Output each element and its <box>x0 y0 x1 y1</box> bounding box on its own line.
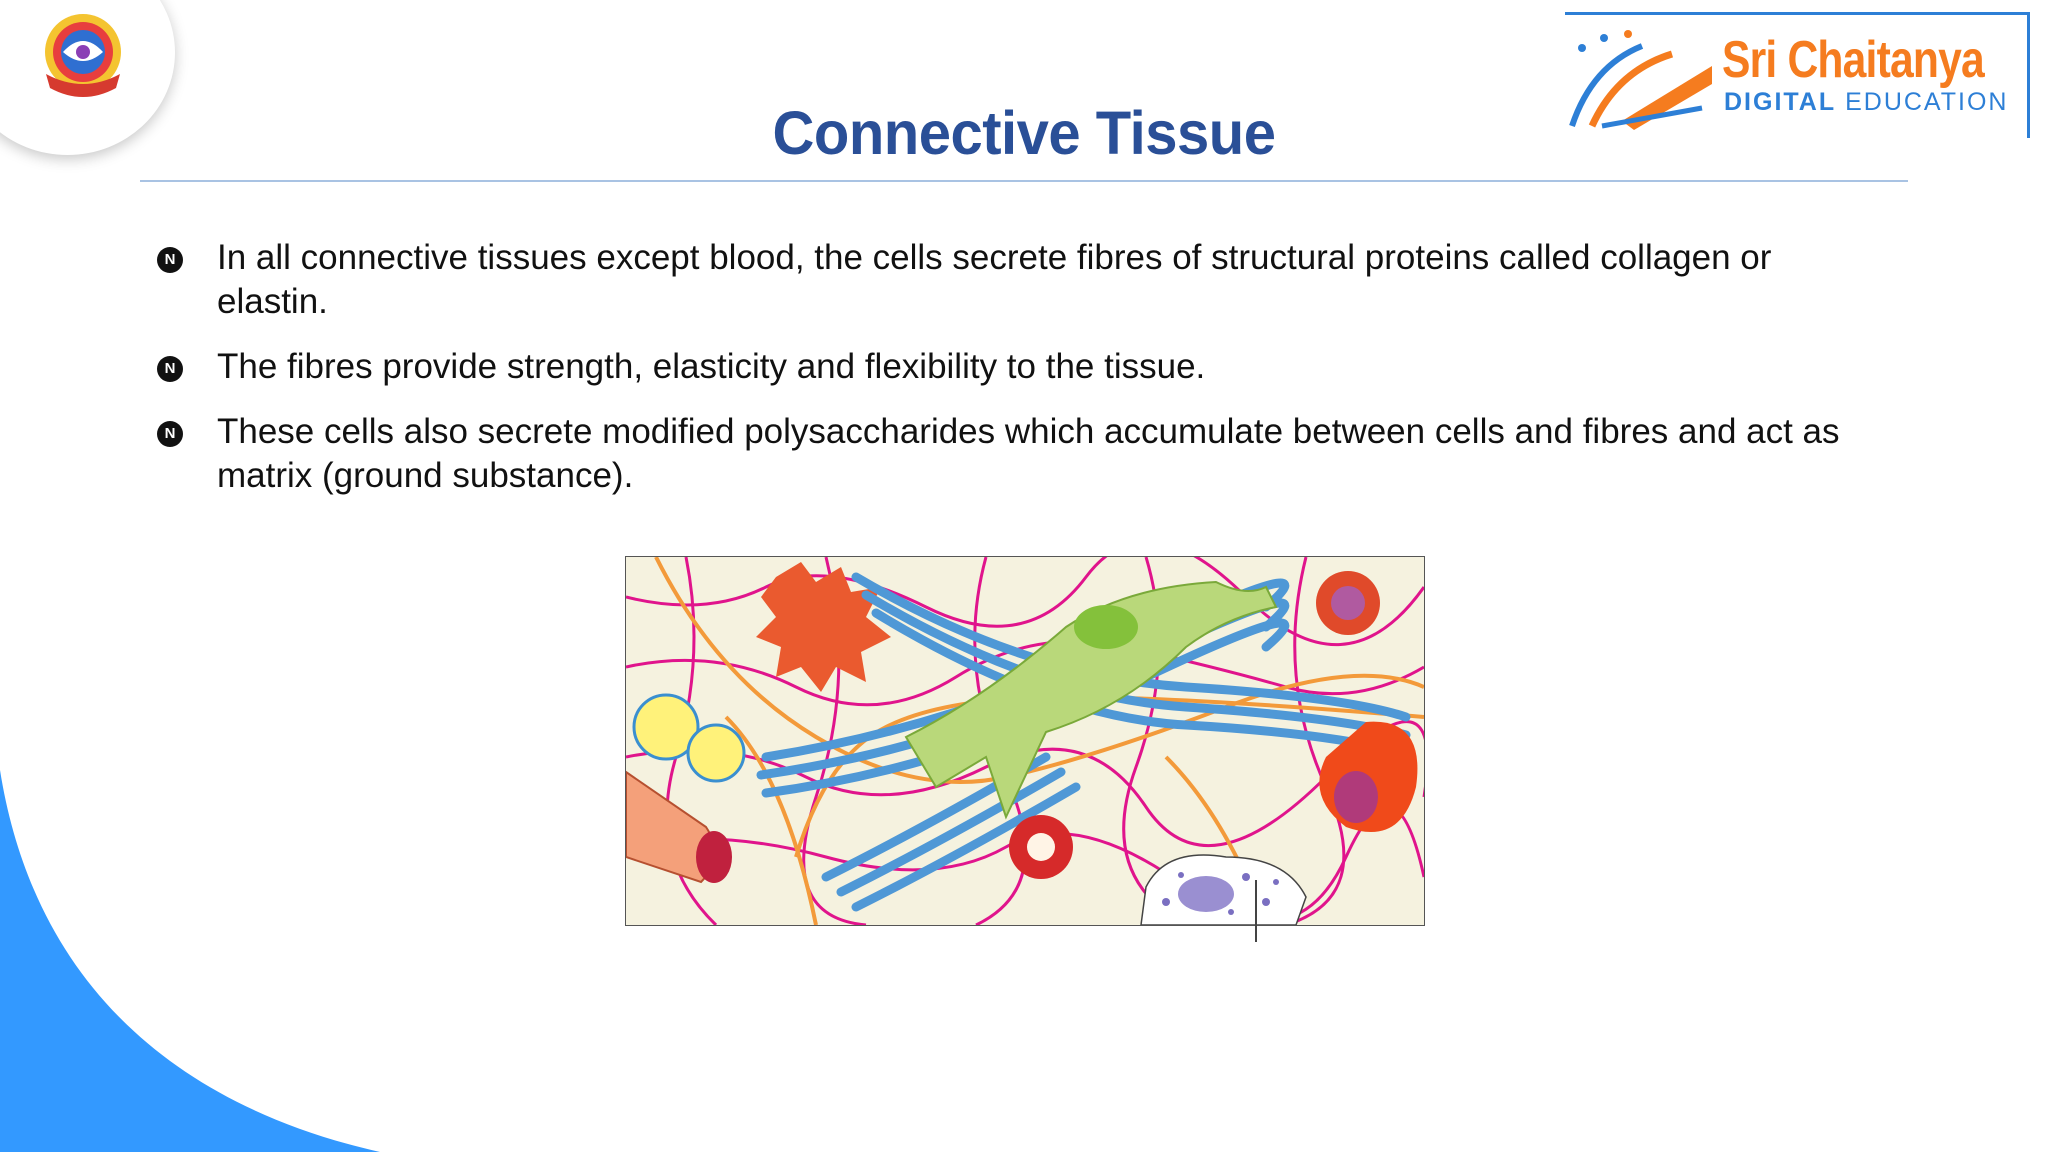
bullet-item: N In all connective tissues except blood… <box>155 236 1875 324</box>
brand-frame-top <box>1565 12 2028 15</box>
brand-frame-right <box>2027 12 2030 138</box>
bullet-text: The fibres provide strength, elasticity … <box>217 347 1206 386</box>
bullet-icon: N <box>157 356 183 382</box>
fibroblast-cell <box>904 580 1278 820</box>
book-swoosh-icon <box>1569 30 1712 130</box>
bullet-icon: N <box>157 421 183 447</box>
slide-title: Connective Tissue <box>772 99 1276 168</box>
bullet-item: N These cells also secrete modified poly… <box>155 410 1875 498</box>
bullet-item: N The fibres provide strength, elasticit… <box>155 345 1875 389</box>
label-pointer-line <box>1255 880 1257 942</box>
bullet-text: These cells also secrete modified polysa… <box>217 412 1840 495</box>
adipocyte <box>686 723 746 783</box>
vessel-lumen <box>696 831 732 883</box>
bullet-text: In all connective tissues except blood, … <box>217 238 1772 321</box>
bullet-icon: N <box>157 247 183 273</box>
brand-name: Sri Chaitanya <box>1722 31 1985 89</box>
mast-cell <box>756 562 891 692</box>
connective-tissue-illustration <box>625 556 1425 926</box>
brand-logo: Sri Chaitanya DIGITAL EDUCATION <box>1562 12 2038 138</box>
fibroblast-nucleus <box>1074 605 1138 649</box>
brand-tagline: DIGITAL EDUCATION <box>1724 88 2009 116</box>
bullet-list: N In all connective tissues except blood… <box>155 236 1875 519</box>
title-divider <box>140 180 1908 182</box>
adipocyte <box>632 693 700 761</box>
